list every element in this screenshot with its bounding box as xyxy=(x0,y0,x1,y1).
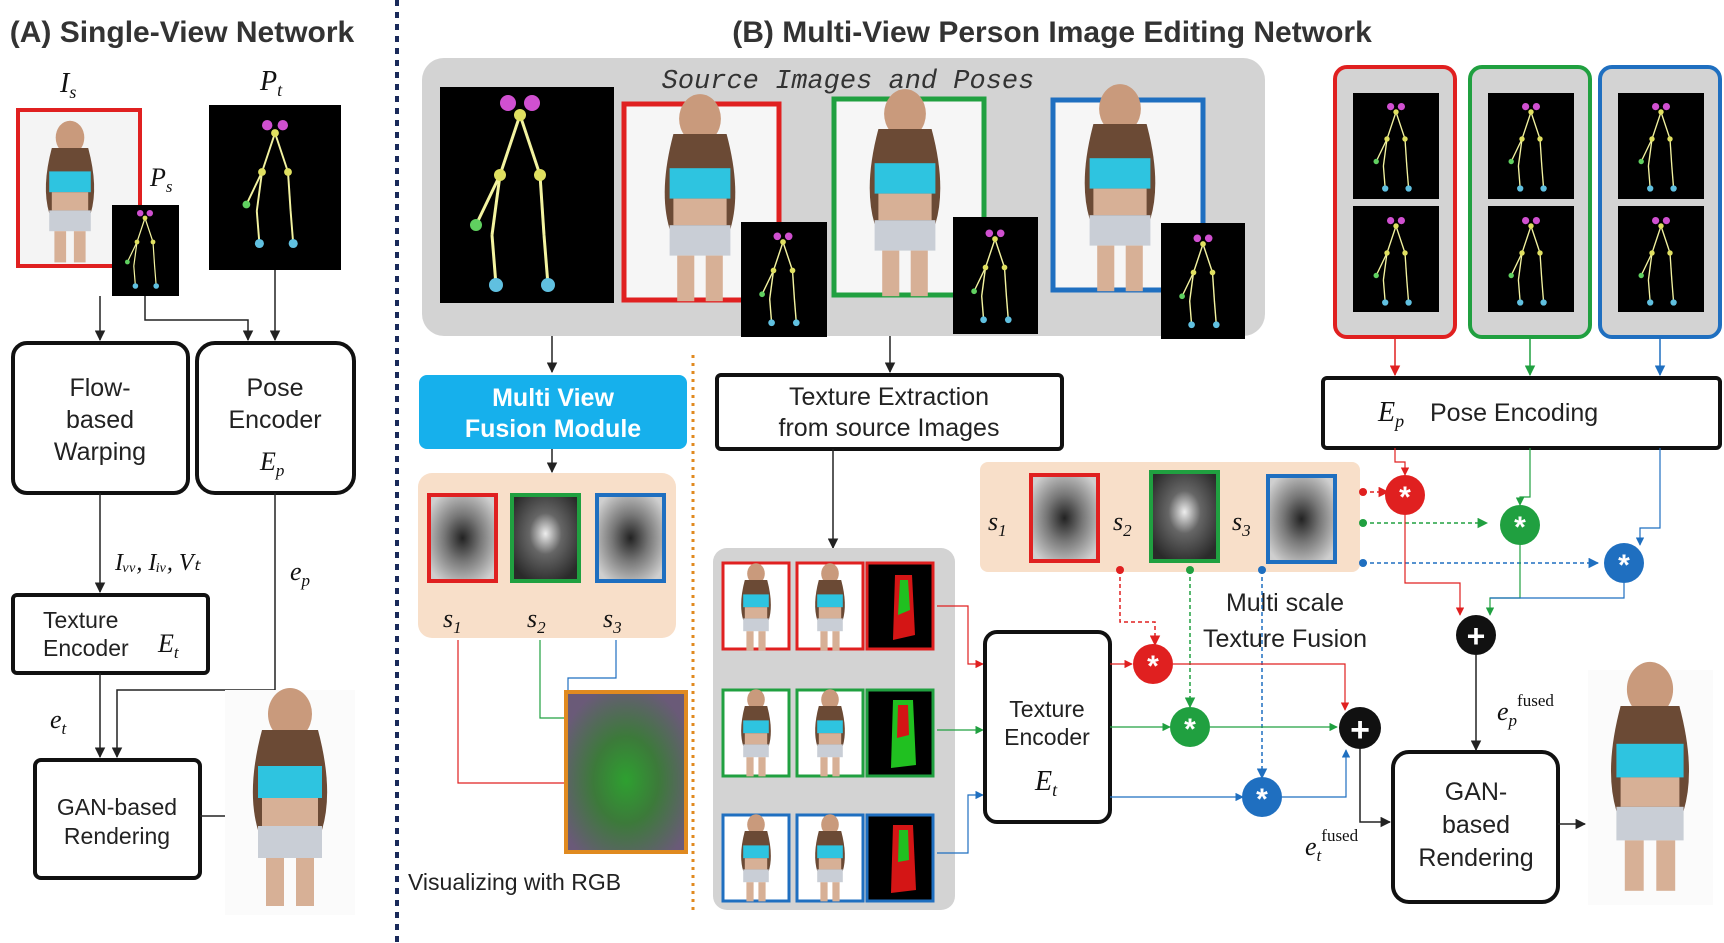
map-s1-right xyxy=(1029,473,1100,563)
star-node-blue-pose: * xyxy=(1604,543,1644,583)
fusion-module-line2: Fusion Module xyxy=(465,415,641,443)
multi-view-fusion-module xyxy=(419,375,687,449)
gan-rendering-box-left xyxy=(33,758,202,880)
label-ep-fused: epfused xyxy=(1497,691,1554,730)
texture-row-red xyxy=(721,561,935,651)
fusion-module-line1: Multi View xyxy=(492,384,614,412)
gan-rendering-box-right xyxy=(1391,750,1560,904)
visualizing-rgb-label: Visualizing with RGB xyxy=(408,869,621,895)
star-node-green-pose: * xyxy=(1500,505,1540,545)
label-et-left: Et xyxy=(157,629,180,662)
multi-scale-line2: Texture Fusion xyxy=(1203,625,1367,653)
texture-encoder-right-line2: Encoder xyxy=(1004,724,1090,750)
star-node-green-texture: * xyxy=(1170,707,1210,747)
multi-scale-line1: Multi scale xyxy=(1226,589,1344,617)
map-s2-left xyxy=(510,493,581,583)
texture-row-blue xyxy=(721,813,935,903)
label-s2-left: s2 xyxy=(527,604,546,637)
label-s1-left: s1 xyxy=(443,604,462,637)
svg-text:*: * xyxy=(1618,549,1630,582)
texture-encoder-right-line1: Texture xyxy=(1009,696,1084,722)
source-pose-1 xyxy=(741,222,827,337)
pose-col1-top xyxy=(1353,93,1439,199)
texture-row-green xyxy=(721,688,935,778)
texture-extraction-line1: Texture Extraction xyxy=(789,383,989,411)
source-pose-2 xyxy=(953,217,1038,334)
svg-text:*: * xyxy=(1399,481,1411,514)
texture-extraction-line2: from source Images xyxy=(779,414,1000,442)
plus-node-texture: + xyxy=(1339,707,1381,749)
label-ep-small: ep xyxy=(290,557,310,590)
label-is: Is xyxy=(59,68,76,102)
map-s3-left xyxy=(595,493,666,583)
pose-encoding-box xyxy=(1321,376,1722,450)
label-s2-right: s2 xyxy=(1113,507,1132,540)
gan-right-line1: GAN- xyxy=(1445,778,1508,806)
plus-node-pose: + xyxy=(1456,615,1496,655)
star-node-red-pose: * xyxy=(1385,475,1425,515)
svg-text:+: + xyxy=(1350,711,1370,749)
svg-text:*: * xyxy=(1514,511,1526,544)
label-s1-right: s1 xyxy=(988,507,1007,540)
texture-encoder-left-line1: Texture xyxy=(43,607,118,633)
svg-text:*: * xyxy=(1256,783,1268,816)
multi-view-title: (B) Multi-View Person Image Editing Netw… xyxy=(732,16,1372,49)
texture-extraction-box xyxy=(715,373,1064,451)
map-s3-right xyxy=(1266,474,1337,564)
pose-col2-top xyxy=(1488,93,1574,199)
label-et-small: et xyxy=(50,705,68,738)
pose-col3-bottom xyxy=(1618,206,1704,312)
map-s2-right xyxy=(1149,470,1220,563)
target-pose-large xyxy=(440,87,614,303)
flow-warping-line2: based xyxy=(66,406,134,434)
pose-encoder-line2: Encoder xyxy=(228,406,321,434)
gan-left-line2: Rendering xyxy=(64,823,170,849)
svg-text:*: * xyxy=(1147,650,1159,683)
gan-right-line3: Rendering xyxy=(1418,844,1533,872)
gan-left-line1: GAN-based xyxy=(57,794,177,820)
label-ep-right: Ep xyxy=(1377,397,1404,431)
star-node-red-texture: * xyxy=(1133,644,1173,684)
label-ps: Ps xyxy=(149,163,173,196)
label-pt: Pt xyxy=(259,66,283,100)
pose-col2-bottom xyxy=(1488,206,1574,312)
svg-text:*: * xyxy=(1184,713,1196,746)
single-view-title: (A) Single-View Network xyxy=(10,16,355,49)
texture-encoder-box-left xyxy=(11,593,210,675)
pose-encoder-line1: Pose xyxy=(247,374,304,402)
label-s3-left: s3 xyxy=(603,604,622,637)
svg-text:+: + xyxy=(1467,618,1486,654)
pose-encoding-label: Pose Encoding xyxy=(1430,399,1598,427)
pose-col3-top xyxy=(1618,93,1704,199)
pose-encoder-symbol: Ep xyxy=(259,447,284,480)
map-s1-left xyxy=(427,493,498,583)
label-et-fused: etfused xyxy=(1305,826,1359,865)
flow-warping-line3: Warping xyxy=(54,438,146,466)
star-node-blue-texture: * xyxy=(1242,777,1282,817)
warp-outputs-label: Iᵥᵥ, Iᵢᵥ, Vₜ xyxy=(114,550,202,576)
gan-right-line2: based xyxy=(1442,811,1510,839)
source-pose-3 xyxy=(1161,223,1245,339)
pose-col1-bottom xyxy=(1353,206,1439,312)
texture-encoder-left-line2: Encoder xyxy=(43,635,129,661)
flow-warping-line1: Flow- xyxy=(69,374,130,402)
label-s3-right: s3 xyxy=(1232,507,1251,540)
rgb-visualization xyxy=(564,690,688,854)
label-et-right: Et xyxy=(1034,766,1058,800)
source-images-caption: Source Images and Poses xyxy=(662,67,1035,97)
